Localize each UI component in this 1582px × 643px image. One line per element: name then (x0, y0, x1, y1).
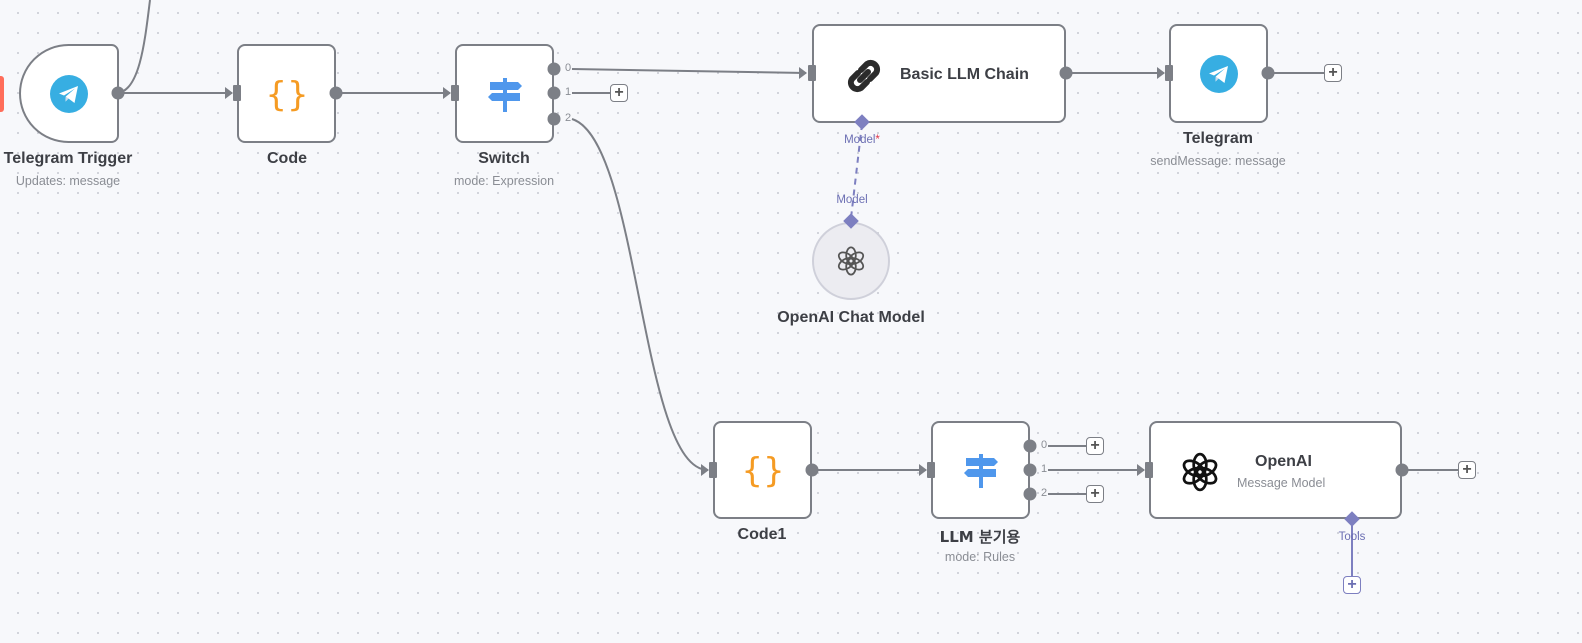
output-handle-0[interactable] (1023, 439, 1037, 453)
model-output-label: Model (836, 194, 868, 206)
output-label-2: 2 (565, 112, 572, 124)
output-label-0: 0 (565, 62, 572, 74)
required-mark: * (875, 134, 880, 146)
edge-arrowheads (225, 67, 1165, 476)
add-node-button[interactable]: + (610, 84, 628, 102)
svg-text:{}: {} (267, 75, 307, 114)
output-label-1: 1 (565, 86, 572, 98)
output-handle-1[interactable] (547, 86, 561, 100)
node-code1[interactable]: {} (713, 421, 812, 519)
openai-icon (837, 246, 865, 276)
code-braces-icon: {} (267, 75, 307, 114)
node-telegram[interactable] (1169, 24, 1268, 123)
svg-text:{}: {} (743, 451, 783, 490)
output-handle[interactable] (329, 86, 343, 100)
node-openai[interactable]: OpenAI Message Model (1149, 421, 1402, 519)
node-title: OpenAI Chat Model (777, 309, 925, 326)
node-title: Code (267, 150, 307, 167)
model-input-label: Model* (844, 134, 880, 146)
input-handle[interactable] (451, 85, 459, 101)
node-subtitle: mode: Rules (944, 550, 1016, 564)
input-handle[interactable] (927, 462, 935, 478)
node-llm-router[interactable] (931, 421, 1030, 519)
input-handle[interactable] (808, 65, 816, 81)
node-title: Telegram Trigger (3, 150, 133, 167)
telegram-icon (1199, 54, 1238, 93)
edge-trigger-upward[interactable] (117, 0, 151, 94)
output-handle-1[interactable] (1023, 463, 1037, 477)
openai-icon (1182, 452, 1218, 492)
node-telegram-trigger[interactable] (19, 44, 119, 143)
add-node-button[interactable]: + (1458, 461, 1476, 479)
edge-switch0-to-llm-chain[interactable] (571, 68, 807, 74)
node-title: Basic LLM Chain (900, 66, 1029, 83)
output-label-1: 1 (1041, 463, 1048, 475)
input-handle[interactable] (709, 462, 717, 478)
input-handle[interactable] (1145, 462, 1153, 478)
add-node-button[interactable]: + (1086, 437, 1104, 455)
edge-model-subnode[interactable] (850, 123, 863, 219)
output-handle[interactable] (1261, 66, 1275, 80)
node-subtitle: Message Model (1237, 476, 1326, 490)
chain-link-icon (847, 59, 881, 93)
output-label-0: 0 (1041, 439, 1048, 451)
output-label-2: 2 (1041, 487, 1048, 499)
node-title: Switch (478, 150, 530, 167)
output-handle-2[interactable] (1023, 487, 1037, 501)
output-handle[interactable] (805, 463, 819, 477)
node-code[interactable]: {} (237, 44, 336, 143)
output-handle[interactable] (1395, 463, 1409, 477)
input-handle[interactable] (233, 85, 241, 101)
telegram-icon (50, 74, 88, 113)
node-title: Code1 (737, 526, 787, 543)
output-handle[interactable] (111, 86, 125, 100)
node-basic-llm-chain[interactable]: Basic LLM Chain (812, 24, 1066, 123)
trigger-execute-tab[interactable] (0, 76, 4, 112)
edge-switch2-to-code1[interactable] (571, 118, 709, 471)
output-handle-0[interactable] (547, 62, 561, 76)
node-title: OpenAI (1255, 453, 1312, 470)
add-node-button[interactable]: + (1086, 485, 1104, 503)
node-title: Telegram (1183, 130, 1253, 147)
node-subtitle: Updates: message (15, 174, 121, 188)
signpost-icon (487, 77, 522, 112)
node-title: LLM 분기용 (939, 528, 1021, 546)
output-handle[interactable] (1059, 66, 1073, 80)
node-switch[interactable] (455, 44, 554, 143)
node-subtitle: sendMessage: message (1150, 154, 1286, 168)
code-braces-icon: {} (743, 451, 783, 490)
node-openai-chat-model[interactable] (812, 222, 890, 300)
add-node-button[interactable]: + (1324, 64, 1342, 82)
add-tool-button[interactable]: + (1343, 576, 1361, 594)
output-handle-2[interactable] (547, 112, 561, 126)
tools-input-label: Tools (1338, 531, 1366, 543)
input-handle[interactable] (1165, 65, 1173, 81)
signpost-icon (963, 454, 998, 488)
node-subtitle: mode: Expression (453, 174, 555, 188)
